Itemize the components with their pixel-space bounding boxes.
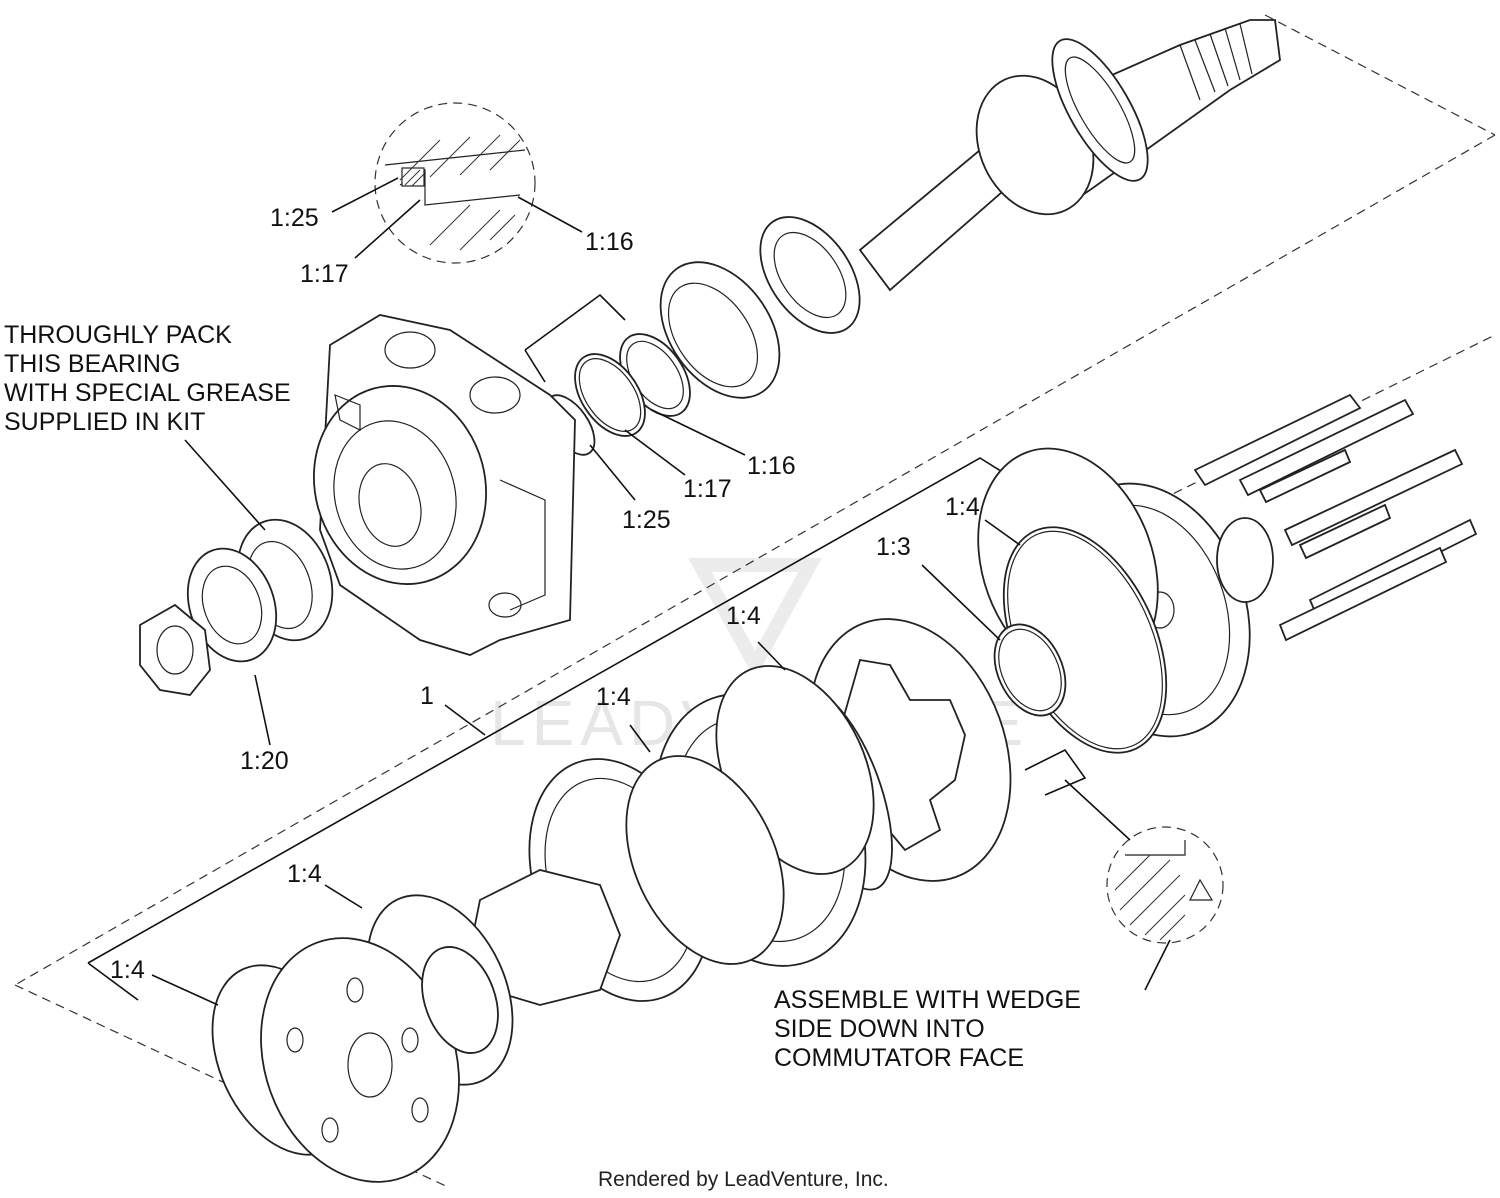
thrust-bearing <box>659 216 861 399</box>
label-1-4-mid: 1:4 <box>726 602 761 630</box>
label-detail-1-17: 1:17 <box>300 260 349 288</box>
label-1-4-upper: 1:4 <box>945 493 980 521</box>
end-plate <box>260 937 499 1183</box>
label-detail-1-25: 1:25 <box>270 204 319 232</box>
label-1-17: 1:17 <box>683 475 732 503</box>
bearing-note-line-4: SUPPLIED IN KIT <box>4 408 205 436</box>
bearing-note-line-2: THIS BEARING <box>4 350 180 378</box>
label-1-4-lower-a: 1:4 <box>596 683 631 711</box>
bearing-note-line-1: THROUGHLY PACK <box>4 321 232 349</box>
label-1-3: 1:3 <box>876 533 911 561</box>
seal-detail-circle <box>374 102 536 264</box>
wedge-detail-circle <box>1106 826 1224 944</box>
label-1-4-lower-c: 1:4 <box>110 956 145 984</box>
motor-housing <box>313 314 576 656</box>
wedge-note-line-1: ASSEMBLE WITH WEDGE <box>774 986 1081 1014</box>
label-1-20: 1:20 <box>240 747 289 775</box>
bearing-note: THROUGHLY PACK THIS BEARING WITH SPECIAL… <box>4 321 291 436</box>
label-1-4-lower-b: 1:4 <box>287 860 322 888</box>
leader-lines <box>151 177 1171 1006</box>
bearing-note-line-3: WITH SPECIAL GREASE <box>4 379 291 407</box>
label-detail-1-16: 1:16 <box>585 228 634 256</box>
part-labels: 1:25 1:17 1:16 1:16 1:17 1:25 1:20 1 1:4… <box>110 204 980 984</box>
wedge-note-line-3: COMMUTATOR FACE <box>774 1044 1024 1072</box>
footer-credit: Rendered by LeadVenture, Inc. <box>598 1168 889 1191</box>
output-shaft <box>858 19 1281 292</box>
input-bearing-group <box>139 518 334 696</box>
label-1-16: 1:16 <box>747 452 796 480</box>
label-1: 1 <box>420 682 434 710</box>
wedge-note-line-2: SIDE DOWN INTO <box>774 1015 985 1043</box>
wedge-note: ASSEMBLE WITH WEDGE SIDE DOWN INTO COMMU… <box>774 986 1081 1072</box>
label-1-25: 1:25 <box>622 506 671 534</box>
seal-1-3 <box>993 623 1067 717</box>
tie-bolts <box>1193 393 1478 642</box>
